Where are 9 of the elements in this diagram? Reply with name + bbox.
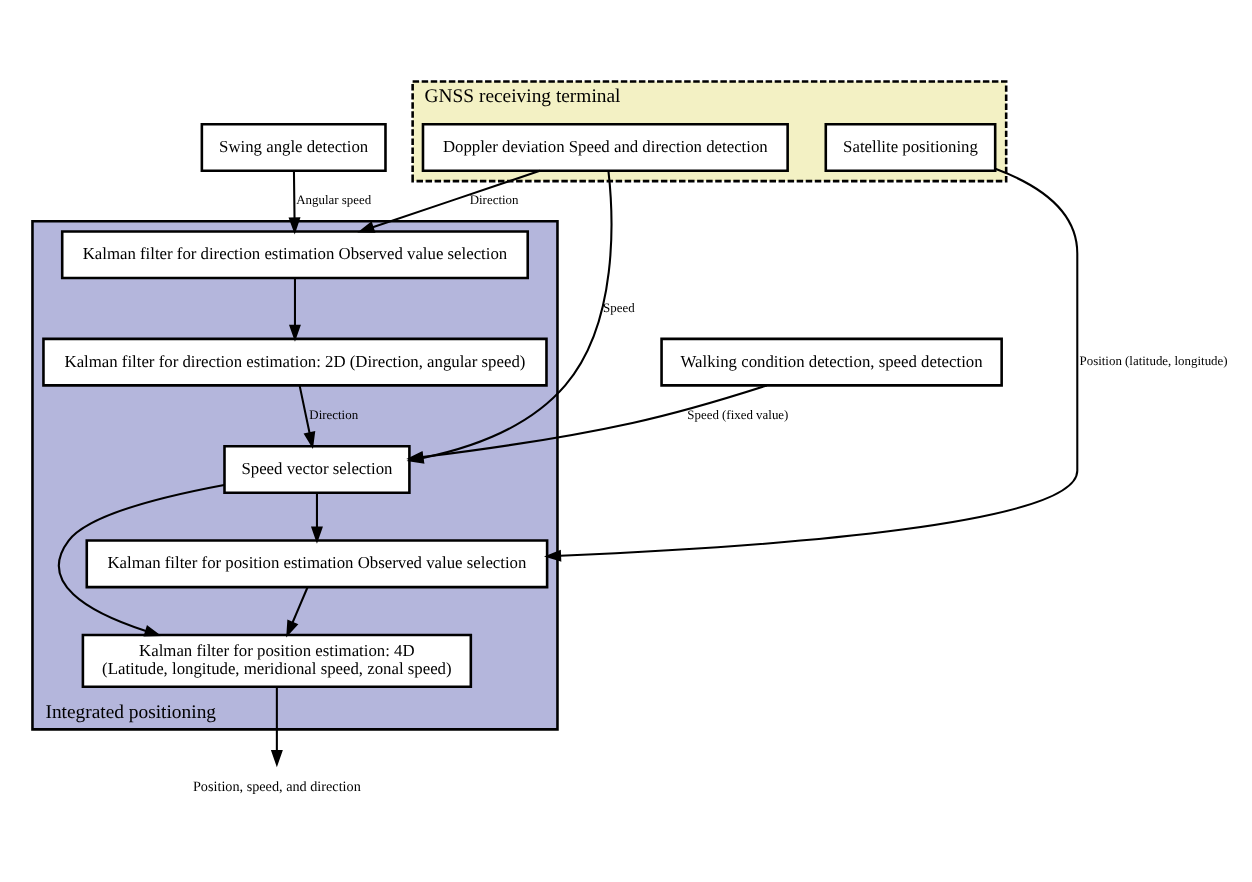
- arrow: [544, 167, 1079, 562]
- arrow: [58, 483, 225, 637]
- arrow: [288, 170, 301, 235]
- arrow: [286, 587, 309, 638]
- arrow: [298, 385, 316, 450]
- arrow: [289, 278, 301, 342]
- arrow: [357, 169, 541, 233]
- arrow: [270, 687, 283, 768]
- arrow: [310, 492, 323, 544]
